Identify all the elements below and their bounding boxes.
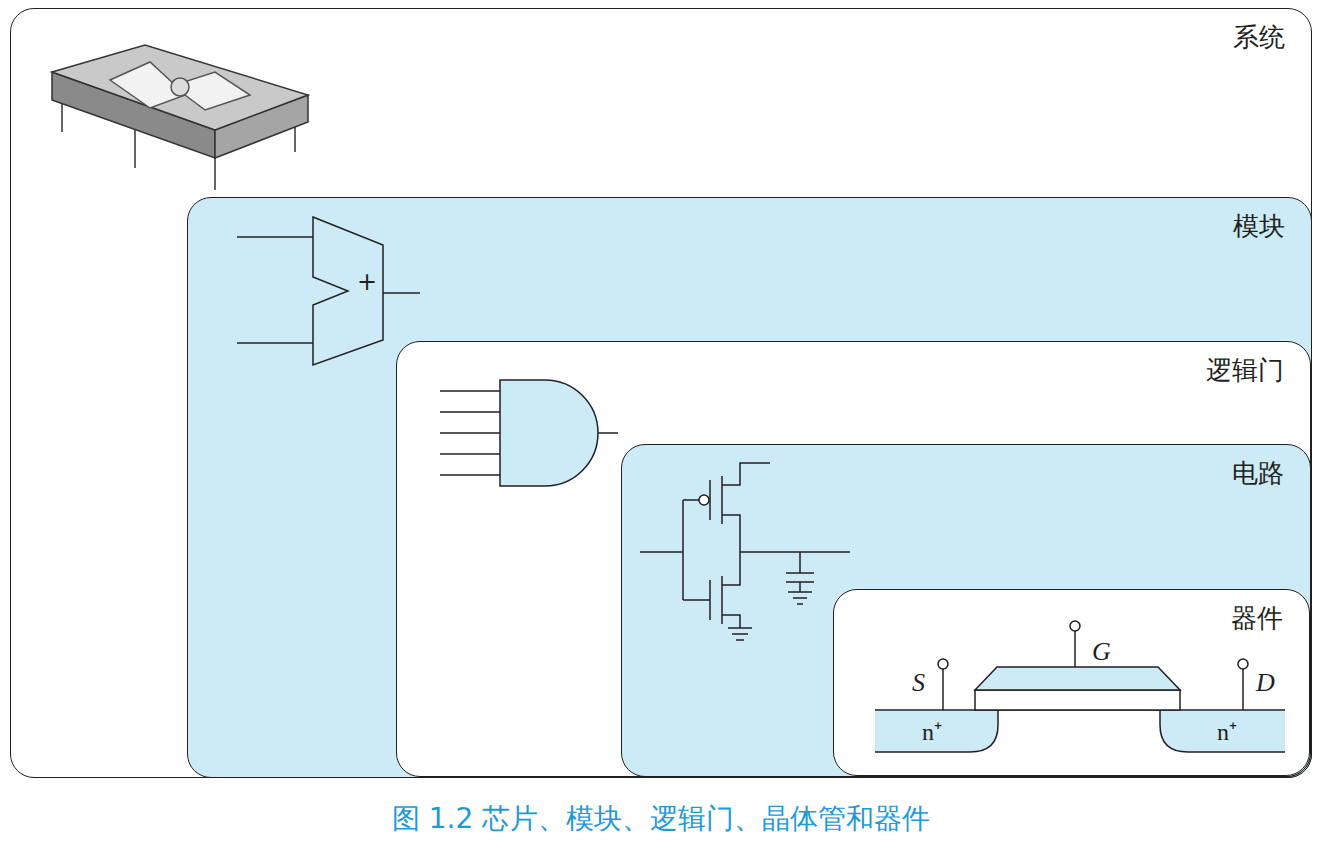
level-box: 逻辑门电路器件 xyxy=(396,341,1311,777)
label-holder: D xyxy=(1256,668,1275,698)
adder-sign: + xyxy=(357,268,377,296)
terminal-label: D xyxy=(1256,668,1275,697)
caption-holder: 图 1.2 芯片、模块、逻辑门、晶体管和器件 xyxy=(0,800,1322,838)
level-box: 模块逻辑门电路器件 xyxy=(187,197,1312,778)
label-holder: S xyxy=(912,668,925,698)
level-heading: 器件 xyxy=(834,602,1309,634)
terminal-label: G xyxy=(1092,637,1111,666)
level-heading: 电路 xyxy=(622,457,1310,489)
level-heading: 系统 xyxy=(11,21,1311,53)
and-gate-symbol xyxy=(440,380,618,486)
terminal-label: n⁺ xyxy=(922,719,942,745)
label-holder: G xyxy=(1092,637,1111,667)
label-holder: n⁺ xyxy=(1217,714,1237,747)
terminal-label: n⁺ xyxy=(1217,719,1237,745)
chip-illustration xyxy=(52,45,308,190)
inverter-circuit xyxy=(640,463,850,640)
level-heading: 模块 xyxy=(188,210,1311,242)
label-holder: + xyxy=(357,268,377,296)
adder-symbol xyxy=(237,217,420,365)
level-box: 电路器件 xyxy=(621,444,1311,777)
terminal-label: S xyxy=(912,668,925,697)
label-holder: n⁺ xyxy=(922,714,942,747)
mosfet-cross-section xyxy=(875,621,1285,752)
level-box: 系统模块逻辑门电路器件 xyxy=(10,8,1312,778)
level-heading: 逻辑门 xyxy=(397,354,1310,386)
figure-caption: 图 1.2 芯片、模块、逻辑门、晶体管和器件 xyxy=(392,802,930,835)
level-box: 器件 xyxy=(833,589,1310,776)
